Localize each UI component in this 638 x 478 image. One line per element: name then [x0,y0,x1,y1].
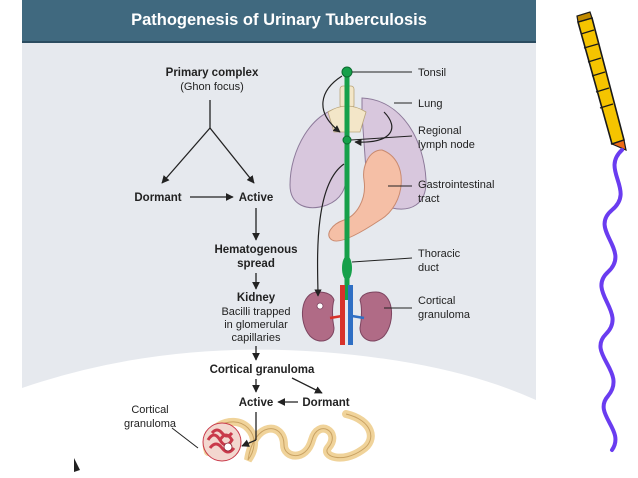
left-renal-artery [329,314,343,320]
left-kidney-shape [301,291,335,342]
tonsil-node [341,66,353,78]
stomach-shape [328,149,402,242]
left-lung-shape [289,107,348,209]
spread-to-kidney-arrow [314,163,345,297]
flow-dormant-2: Dormant [302,397,349,409]
label-duct: duct [418,262,439,274]
aorta-shape [340,285,345,345]
right-renal-vein [351,314,365,320]
lung-to-node-arrow [354,111,393,146]
squiggle-decoration [598,148,624,452]
label-tract: tract [418,193,439,205]
flow-bacilli-1: Bacilli trapped [221,306,290,318]
flow-arrow-granuloma-dormant [291,377,323,394]
title-bar: Pathogenesis of Urinary Tuberculosis [22,0,536,43]
diagram-title: Pathogenesis of Urinary Tuberculosis [131,11,427,29]
label-lymph-node: lymph node [418,139,475,151]
nephron-label-cortical: Cortical [131,404,168,416]
right-kidney-shape [359,291,393,342]
nephron-label-granuloma: granuloma [124,418,177,430]
flow-arrow-to-active [209,127,255,184]
nephron-tubule-outline [206,413,372,461]
label-tonsil: Tonsil [418,67,446,79]
lymph-node-dot [342,135,352,145]
vena-cava-shape [348,285,353,345]
lower-background-curve [22,349,536,467]
tonsil-to-node-arrow [322,75,343,133]
flow-bacilli-2: in glomerular [224,319,288,331]
flow-arrow-into-glomerulus [241,439,257,447]
leader-nephron-granuloma [171,427,199,449]
glomerulus-granuloma-dot [223,442,233,452]
label-lung: Lung [418,98,442,110]
label-granuloma: granuloma [418,309,471,321]
flow-kidney: Kidney [237,292,276,304]
flow-hematogenous-2: spread [237,258,275,270]
label-cortical: Cortical [418,295,455,307]
flow-hematogenous-1: Hematogenous [214,244,297,256]
pencil-icon [576,11,627,152]
flow-ghon-focus: (Ghon focus) [180,81,244,93]
cisterna-chyli [342,256,352,280]
flow-dormant: Dormant [134,192,181,204]
flow-cortical-granuloma: Cortical granuloma [210,364,315,376]
flow-active-2: Active [239,397,274,409]
leader-lymph-node [350,135,413,141]
flow-primary-complex: Primary complex [166,67,259,79]
flow-arrow-to-dormant [161,127,211,184]
diagram-panel: Pathogenesis of Urinary Tuberculosis Pri… [22,0,536,467]
flow-bacilli-3: capillaries [232,332,281,344]
leader-thoracic-duct [351,257,413,263]
kidney-granuloma-dot [316,302,324,310]
flow-active: Active [239,192,274,204]
diagram-canvas: Primary complex (Ghon focus) Dormant Act… [22,66,536,467]
label-thoracic: Thoracic [418,248,461,260]
label-gastrointestinal: Gastrointestinal [418,179,494,191]
label-regional: Regional [418,125,461,137]
